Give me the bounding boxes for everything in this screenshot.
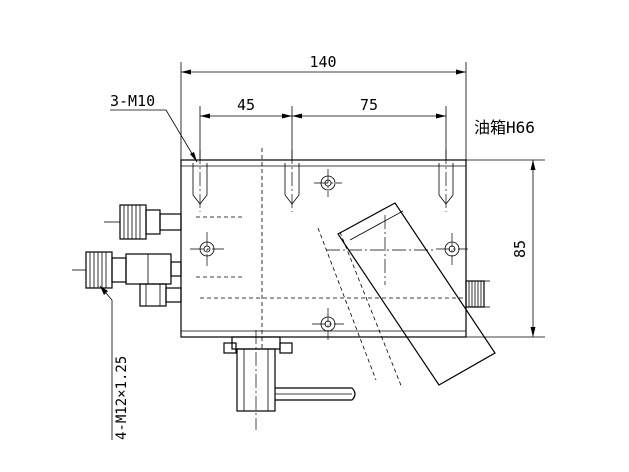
tapped-hole-middle [284,150,300,212]
tank-reference-label: 油箱H66 [474,118,535,137]
valve-block-body [180,148,467,350]
dimension-45-label: 45 [237,96,255,114]
mounting-hole-top [314,169,342,197]
mounting-hole-bottom [312,308,344,340]
port-threads-label: 4-M12×1.25 [114,356,130,440]
dimension-85-label: 85 [511,240,529,258]
filter-cartridge [317,202,496,389]
dimension-overall-width: 140 [180,53,467,160]
mounting-hole-right [436,233,468,265]
leader-3-m10: 3-M10 [110,92,198,163]
port-fitting-upper [104,204,182,240]
tapped-hole-right [438,150,454,212]
dimension-140-label: 140 [309,53,336,71]
dimension-hole-spacing: 45 75 [199,96,447,160]
mounting-hole-left [190,232,224,266]
port-elbow [139,283,182,307]
bottom-valve-lever [223,330,356,430]
tapped-hole-left [192,150,208,212]
tapped-holes-label: 3-M10 [110,92,155,110]
dimension-75-label: 75 [360,96,378,114]
leader-4-m12: 4-M12×1.25 [99,285,130,440]
dimension-height: 85 [466,159,545,338]
port-fitting-lower [72,251,182,289]
adjusting-knob-icon [465,280,490,308]
